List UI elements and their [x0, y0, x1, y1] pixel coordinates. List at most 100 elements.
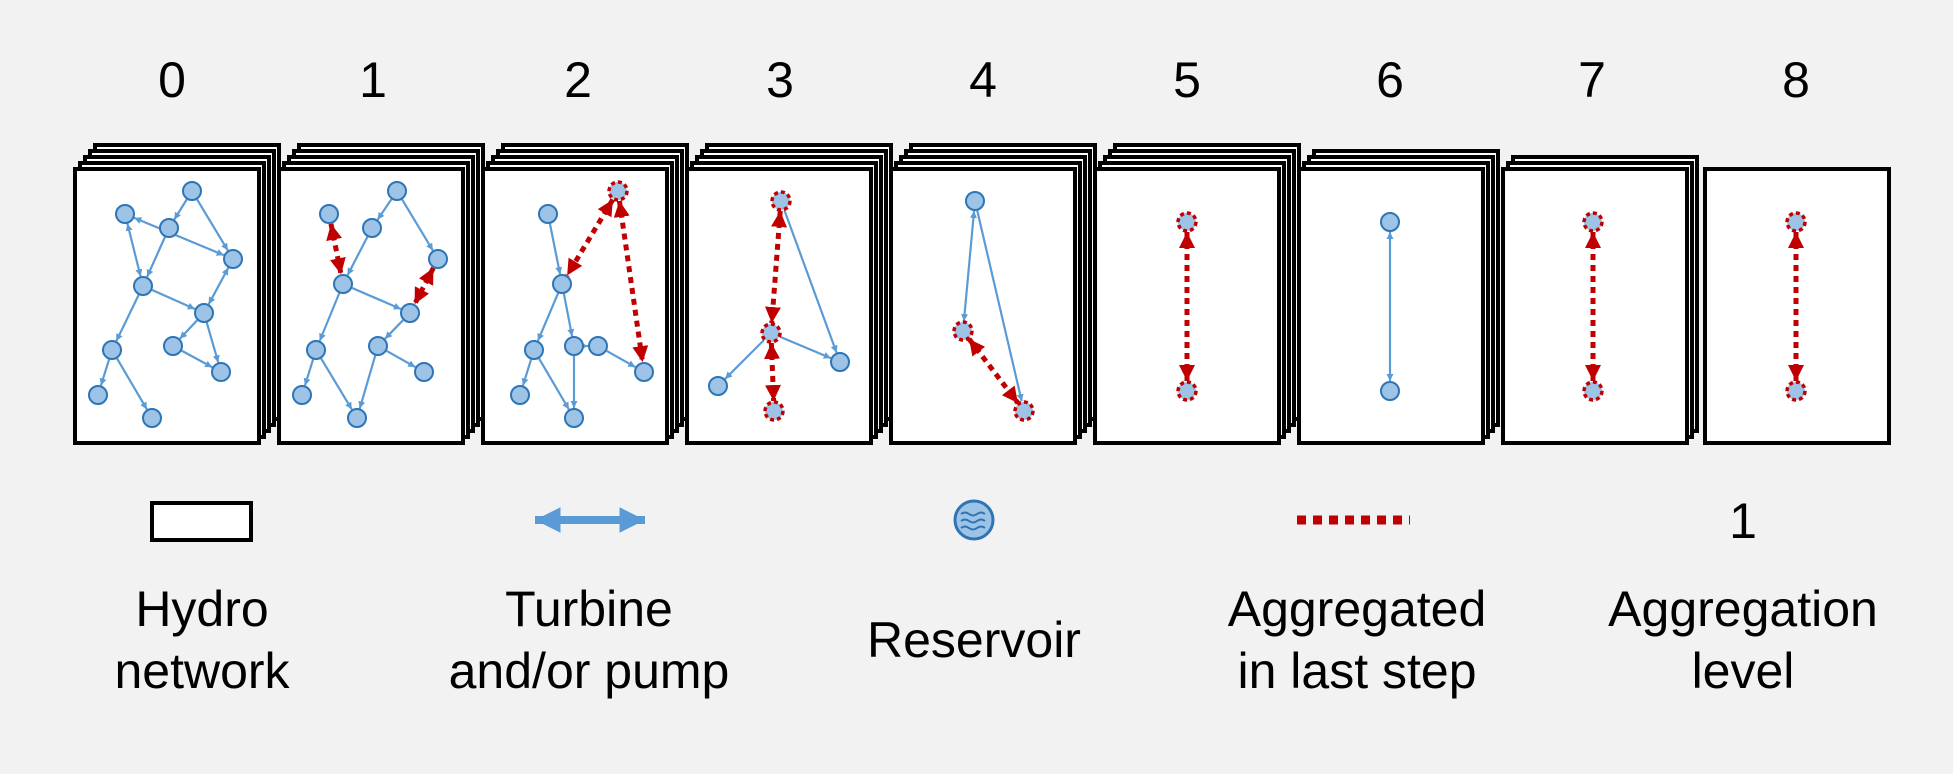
reservoir-node: [387, 181, 407, 201]
network-panel: [1501, 155, 1699, 445]
turbine-edge: [783, 210, 838, 353]
turbine-edge: [536, 292, 560, 342]
reservoir-node: [133, 276, 153, 296]
turbine-edge: [386, 349, 416, 369]
reservoir-node: [347, 408, 367, 428]
reservoir-node: [552, 274, 572, 294]
turbine-edge: [207, 267, 230, 305]
step-label: 1: [359, 52, 387, 108]
network-panel: [73, 143, 281, 445]
aggregated-label: Aggregated: [1228, 581, 1487, 637]
turbine-edge: [173, 198, 188, 221]
turbine-edge: [115, 294, 140, 342]
network-panel: [1093, 143, 1301, 445]
reservoir-node: [368, 336, 388, 356]
reservoir-node: [1785, 380, 1807, 402]
reservoir-node: [211, 362, 231, 382]
turbine-edge: [116, 358, 148, 410]
network-panel: [1297, 149, 1500, 445]
turbine-edge: [548, 223, 563, 275]
turbine-edge: [976, 210, 1024, 402]
network-panels: [73, 143, 1891, 445]
turbine-edge: [401, 198, 434, 252]
legend: Hydro network Turbine and/or pump Reserv…: [114, 493, 1877, 699]
reservoir-node: [362, 218, 382, 238]
reservoir-node: [770, 190, 792, 212]
turbine-edge: [779, 335, 832, 360]
turbine-edge: [521, 359, 533, 386]
reservoir-node: [306, 340, 326, 360]
aggregated-edge: [764, 210, 788, 324]
reservoir-node: [1380, 381, 1400, 401]
panel-frame: [1703, 167, 1891, 445]
hydro-network-label: network: [114, 643, 290, 699]
reservoir-node: [634, 362, 654, 382]
turbine-edge: [562, 293, 575, 337]
reservoir-node: [115, 204, 135, 224]
step-label: 7: [1578, 52, 1606, 108]
turbine-edge: [384, 319, 404, 340]
reservoir-node: [400, 303, 420, 323]
turbine-edge: [320, 357, 353, 411]
reservoir-node: [142, 408, 162, 428]
aggregated-label: in last step: [1237, 643, 1476, 699]
step-label: 0: [158, 52, 186, 108]
reservoir-node: [163, 336, 183, 356]
network-panel: [685, 143, 893, 445]
turbine-edge: [358, 355, 377, 409]
turbine-edge: [181, 349, 213, 369]
reservoir-node: [952, 320, 974, 342]
turbine-edge: [146, 236, 166, 278]
reservoir-node: [524, 340, 544, 360]
reservoir-node: [1176, 380, 1198, 402]
network-panel: [889, 143, 1097, 445]
reservoir-node: [708, 376, 728, 396]
turbine-edge: [724, 339, 765, 380]
aggregated-edge: [565, 198, 615, 277]
reservoir-node: [1582, 211, 1604, 233]
turbine-edge: [606, 349, 636, 369]
panel-frame: [889, 167, 1077, 445]
turbine-edge: [179, 319, 198, 340]
reservoir-node: [1013, 400, 1035, 422]
turbine-edge: [538, 358, 570, 410]
step-labels: 0 1 2 3 4 5 6 7 8: [158, 52, 1810, 108]
reservoir-node: [88, 385, 108, 405]
aggregation-level-label: level: [1692, 643, 1795, 699]
hydro-network-label: Hydro: [135, 581, 268, 637]
network-panel: [1703, 167, 1891, 445]
turbine-edge: [99, 359, 111, 386]
aggregated-edge: [326, 223, 346, 275]
reservoir-node: [159, 218, 179, 238]
step-label: 3: [766, 52, 794, 108]
reservoir-node: [965, 191, 985, 211]
panel-frame: [1093, 167, 1281, 445]
reservoir-label: Reservoir: [867, 612, 1081, 668]
turbine-edge: [351, 286, 402, 311]
turbine-edge: [205, 322, 220, 363]
reservoir-node: [564, 408, 584, 428]
aggregated-edge: [764, 342, 781, 402]
network-panel: [277, 143, 485, 445]
reservoir-circle-icon: [953, 499, 995, 541]
reservoir-node: [414, 362, 434, 382]
reservoir-node: [830, 352, 850, 372]
reservoir-node: [564, 336, 584, 356]
turbine-edge: [133, 216, 225, 257]
network-panel: [481, 143, 689, 445]
aggregated-edge: [412, 266, 436, 306]
turbine-edge: [346, 236, 369, 276]
turbine-edge: [151, 289, 196, 310]
reservoir-node: [607, 180, 629, 202]
step-label: 8: [1782, 52, 1810, 108]
reservoir-node: [428, 249, 448, 269]
reservoir-node: [1380, 212, 1400, 232]
reservoir-node: [1176, 211, 1198, 233]
reservoir-node: [319, 204, 339, 224]
reservoir-node: [1785, 211, 1807, 233]
aggregated-edge: [613, 200, 649, 363]
aggregation-level-label: Aggregation: [1608, 581, 1878, 637]
reservoir-node: [588, 336, 608, 356]
turbine-edge: [303, 359, 315, 386]
